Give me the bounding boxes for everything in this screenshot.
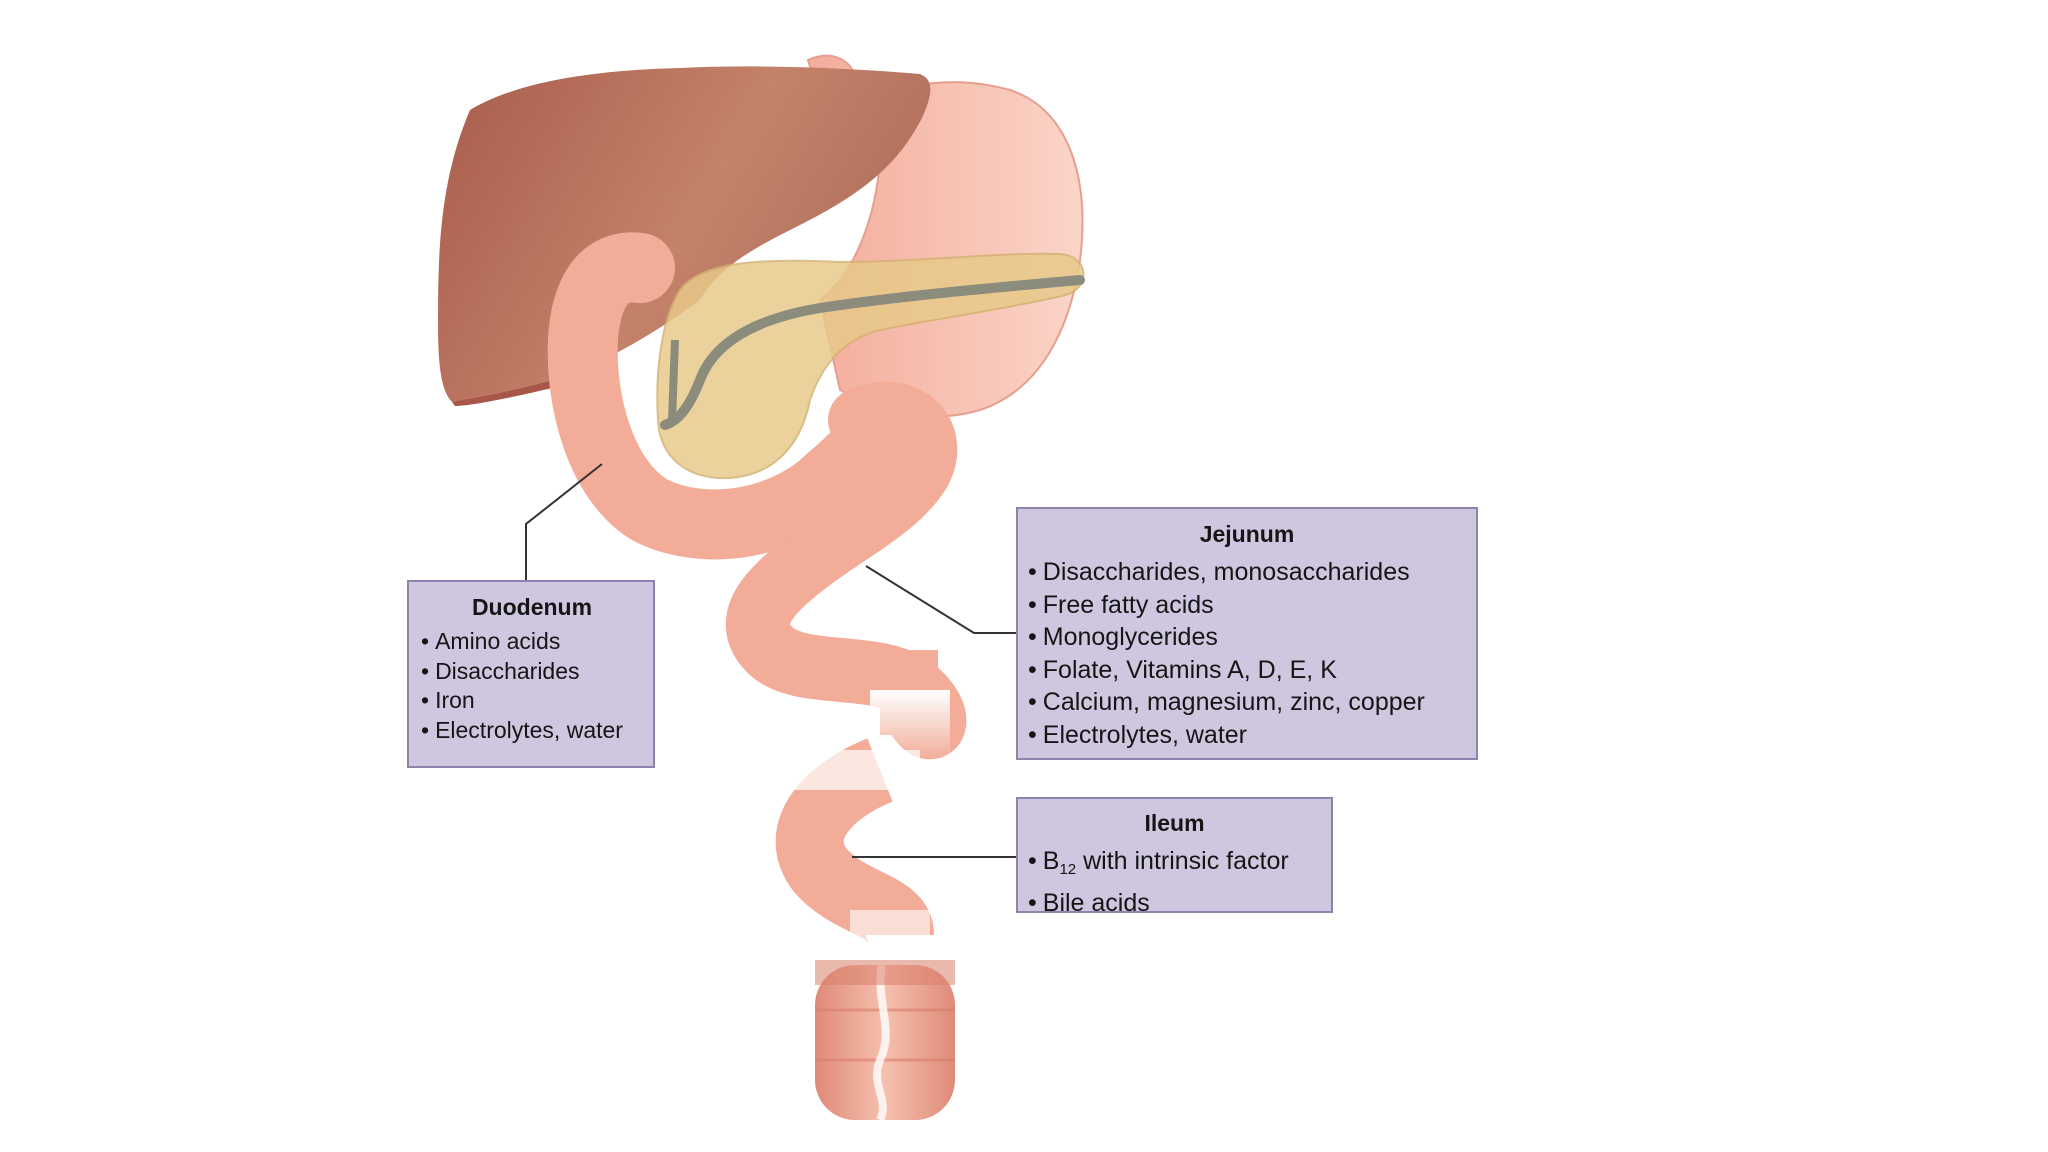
list-item: Iron [421,686,643,716]
list-item: Electrolytes, water [421,716,643,746]
list-item: Folate, Vitamins A, D, E, K [1028,654,1466,687]
duodenum-title: Duodenum [471,594,593,620]
jejunum-title: Jejunum [1199,521,1295,547]
list-item: Disaccharides [421,657,643,687]
ileum-list: B12 with intrinsic factor Bile acids [1028,845,1321,919]
b12-rest: with intrinsic factor [1076,847,1289,875]
ileum-label-box: Ileum B12 with intrinsic factor Bile aci… [1016,797,1333,917]
small-intestine [547,232,967,945]
list-item: Amino acids [421,627,643,657]
jejunum-label-box: Jejunum Disaccharides, monosaccharides F… [1016,507,1478,760]
list-item: Calcium, magnesium, zinc, copper [1028,686,1466,719]
list-item: Monoglycerides [1028,621,1466,654]
duodenum-label-box: Duodenum Amino acids Disaccharides Iron … [407,580,655,768]
b12-subscript: 12 [1059,861,1077,878]
jejunum-leader [865,565,1016,634]
jejunum-list: Disaccharides, monosaccharides Free fatt… [1028,556,1466,751]
list-item: Bile acids [1028,887,1321,920]
list-item-b12: B12 with intrinsic factor [1028,845,1321,887]
list-item: Disaccharides, monosaccharides [1028,556,1466,589]
list-item: Electrolytes, water [1028,719,1466,752]
b12-letter: B [1042,847,1060,875]
large-intestine [815,960,955,1122]
leader-lines [525,463,1016,858]
duodenum-leader [525,463,603,580]
duodenum-list: Amino acids Disaccharides Iron Electroly… [421,627,643,745]
pancreas [656,252,1085,480]
list-item: Free fatty acids [1028,589,1466,622]
ileum-title: Ileum [1144,810,1205,836]
